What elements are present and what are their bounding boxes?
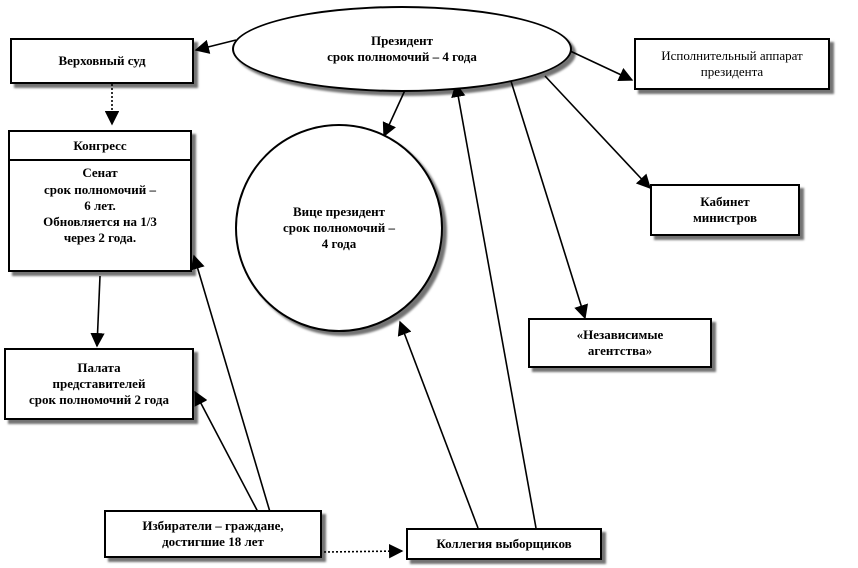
house-node: Палата представителей срок полномочий 2 …: [4, 348, 194, 420]
agencies-node: «Независимые агентства»: [528, 318, 712, 368]
arrow-voters-to-college: [323, 543, 404, 559]
arrow-college-to-president: [451, 82, 537, 529]
president-node: Президент срок полномочий – 4 года: [232, 6, 572, 92]
arrow-president-to-vice: [382, 87, 407, 138]
arrow-president-to-court: [194, 39, 237, 54]
arrow-president-to-exec-office: [567, 49, 634, 82]
cabinet-node: Кабинет министров: [650, 184, 800, 236]
arrow-senate-to-house: [90, 275, 105, 348]
exec-office-node: Исполнительный аппарат президента: [634, 38, 830, 90]
arrow-president-to-agencies: [509, 77, 589, 320]
voters-node: Избиратели – граждане, достигшие 18 лет: [104, 510, 322, 558]
exec-office-label: Исполнительный аппарат президента: [661, 47, 803, 79]
arrow-voters-to-house: [194, 390, 259, 513]
supreme-court-node: Верховный суд: [10, 38, 194, 84]
electoral-college-node: Коллегия выборщиков: [406, 528, 602, 560]
president-label: Президент срок полномочий – 4 года: [327, 32, 477, 64]
arrow-college-to-vice: [397, 320, 479, 529]
house-label: Палата представителей срок полномочий 2 …: [28, 359, 170, 408]
vice-president-node: Вице президент срок полномочий – 4 года: [235, 124, 443, 332]
congress-node: Конгресс Сенат срок полномочий – 6 лет. …: [8, 130, 192, 272]
congress-label: Конгресс: [10, 132, 190, 162]
vice-president-label: Вице президент срок полномочий – 4 года: [282, 203, 395, 252]
electoral-college-label: Коллегия выборщиков: [436, 535, 572, 551]
agencies-label: «Независимые агентства»: [576, 326, 664, 358]
arrow-president-to-cabinet: [544, 75, 651, 190]
cabinet-label: Кабинет министров: [692, 193, 758, 225]
arrow-voters-to-senate: [190, 254, 271, 513]
senate-label: Сенат срок полномочий – 6 лет. Обновляет…: [43, 165, 157, 246]
supreme-court-label: Верховный суд: [58, 52, 146, 68]
voters-label: Избиратели – граждане, достигшие 18 лет: [142, 517, 284, 549]
